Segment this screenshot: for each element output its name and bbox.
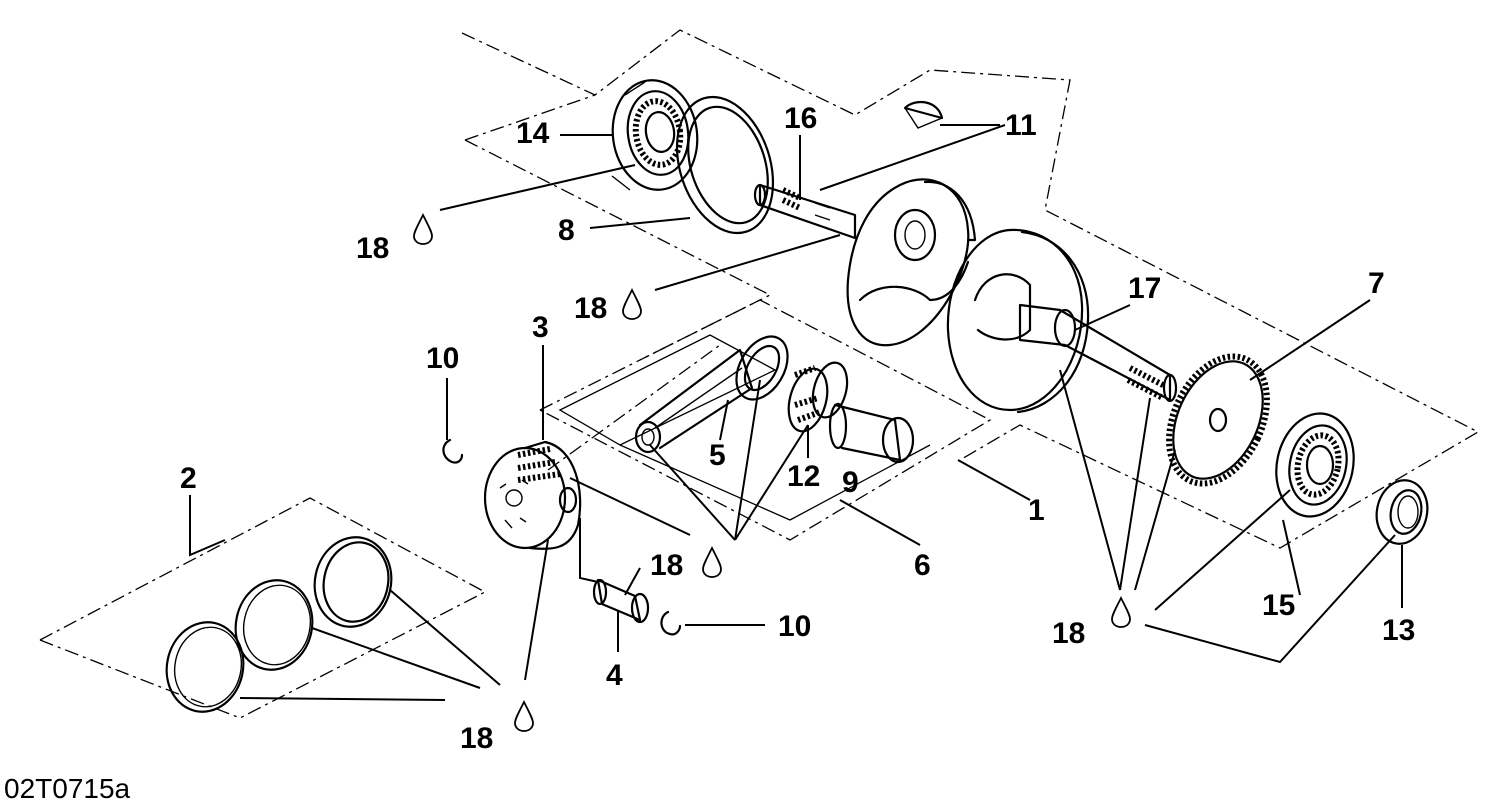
needle-roller-bearing	[787, 361, 849, 433]
woodruff-key	[903, 100, 944, 129]
callout-15: 15	[1262, 589, 1295, 622]
callout-10-lower: 10	[778, 610, 811, 643]
callout-18-right: 18	[1052, 617, 1085, 650]
crank-pin	[828, 402, 915, 464]
callout-11: 11	[1005, 109, 1037, 142]
callout-4: 4	[606, 659, 623, 692]
piston-pin-circlip-lower	[660, 610, 682, 636]
ball-bearing-right	[1275, 412, 1355, 518]
crankshaft-oil-seal	[1375, 479, 1429, 545]
connecting-rod-box	[558, 334, 931, 521]
callout-18-pin: 18	[650, 549, 683, 582]
piston	[483, 440, 582, 550]
connecting-rod	[634, 335, 789, 454]
callout-5: 5	[709, 439, 726, 472]
callout-labels: 1 2 3 4 5 6 7 8 9 10 10 11 12 13 14 15 1…	[180, 102, 1415, 755]
callout-10-upper: 10	[426, 342, 459, 375]
callout-18-rings: 18	[460, 722, 493, 755]
leader-lines	[189, 124, 1403, 701]
callout-2: 2	[180, 462, 197, 495]
callout-6: 6	[914, 549, 931, 582]
callout-1: 1	[1028, 494, 1045, 527]
crankshaft-right-half	[946, 228, 1178, 414]
piston-pin-circlip-upper	[442, 438, 464, 464]
oil-drop-icon	[413, 212, 1131, 732]
drive-sprocket-gear	[1166, 353, 1270, 487]
callout-12: 12	[787, 460, 820, 493]
piston-pin	[592, 578, 650, 624]
crankshaft-left-half	[753, 178, 977, 347]
callout-9: 9	[842, 466, 859, 499]
assembly-group-boxes	[39, 29, 1480, 719]
callout-18-shaft: 18	[574, 292, 607, 325]
callout-18-bearing: 18	[356, 232, 389, 265]
document-id: 02T0715a	[4, 773, 131, 804]
callout-8: 8	[558, 214, 575, 247]
callout-14: 14	[516, 117, 550, 150]
callout-3: 3	[532, 311, 549, 344]
callout-16: 16	[784, 102, 817, 135]
callout-7: 7	[1368, 267, 1385, 300]
callout-17: 17	[1128, 272, 1161, 305]
callout-13: 13	[1382, 614, 1415, 647]
crankshaft-seal-ring	[675, 95, 775, 235]
